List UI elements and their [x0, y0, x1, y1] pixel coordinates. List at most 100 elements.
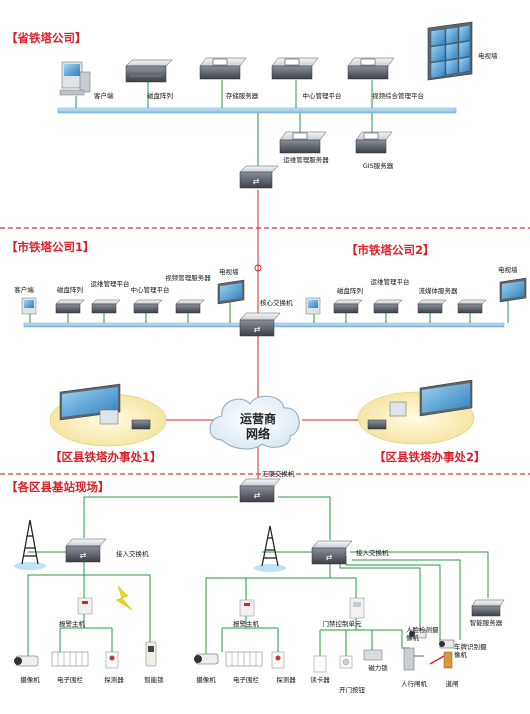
province-switch-icon: ⇄ [239, 165, 279, 189]
right-camera-icon [194, 653, 219, 665]
face-camera-label-line1: 人脸检测摄 [406, 626, 439, 634]
city1-central-platform-label: 中心管理平台 [130, 286, 170, 294]
city1-devices [55, 299, 205, 314]
gis-server-icon [355, 131, 393, 154]
svg-text:⇄: ⇄ [253, 177, 260, 186]
city1-ops-platform-label: 运维管理平台 [90, 280, 130, 288]
barrier-label: 道闸 [445, 680, 459, 688]
left-detector-label: 探测器 [104, 676, 124, 684]
right-access-switch-icon: ⇄ [311, 540, 353, 565]
maglock-icon [363, 649, 383, 661]
core-switch-label: 核心交换机 [260, 299, 293, 307]
aggregation-switch-icon: ⇄ [239, 478, 281, 503]
plate-camera-label-line1: 车牌识别摄 [454, 643, 487, 651]
maglock-label: 磁力锁 [368, 664, 388, 672]
city2-client-pc-icon [305, 297, 321, 315]
tower-right-icon [254, 525, 286, 572]
province-disk-array-label: 磁盘阵列 [147, 92, 173, 100]
video-platform-label: 视频综合管理平台 [372, 92, 424, 100]
tower-left-icon [14, 519, 46, 570]
city1-client-label: 客户端 [14, 286, 34, 294]
province-client-pc-icon [59, 61, 91, 96]
right-fence-label: 电子围栏 [233, 676, 259, 684]
gis-server-label: GIS服务器 [362, 162, 394, 170]
left-access-switch-label: 接入交换机 [116, 550, 149, 558]
city2-devices [305, 297, 487, 315]
left-alarm-host-label: 报警主机 [59, 620, 85, 628]
door-control-label: 门禁控制单元 [322, 620, 362, 628]
intel-server-icon [471, 599, 505, 617]
right-fence-icon [225, 651, 263, 667]
section-title-city1: 【市铁塔公司1】 [6, 240, 95, 254]
city2-disk-array-label: 磁盘阵列 [337, 287, 363, 295]
city2-video-wall-icon [499, 277, 527, 303]
storage-server-icon [199, 57, 247, 80]
right-alarm-host-label: 报警主机 [233, 620, 259, 628]
plate-camera-label: 车牌识别摄 像机 [454, 643, 487, 659]
city2-stream-server-icon [417, 299, 447, 314]
right-detector-label: 探测器 [276, 676, 296, 684]
svg-text:⇄: ⇄ [254, 325, 261, 334]
left-alarm-host-icon [77, 597, 93, 615]
section-title-city2: 【市铁塔公司2】 [346, 243, 435, 257]
city1-disk-array-label: 磁盘阵列 [57, 286, 83, 294]
aggregation-switch-label: 汇聚交换机 [262, 470, 295, 478]
svg-text:⇄: ⇄ [80, 551, 87, 560]
card-reader-label: 读卡器 [310, 676, 330, 684]
city1-video-wall-icon [217, 279, 245, 305]
city2-ops-platform-icon [373, 299, 403, 314]
city2-server-icon [457, 299, 487, 314]
turnstile-label: 人行闸机 [401, 680, 427, 688]
province-video-wall-icon [427, 21, 473, 81]
ops-server-icon [279, 131, 327, 154]
carrier-network-label: 运营商 网络 [234, 412, 282, 442]
province-client-label: 客户端 [94, 92, 114, 100]
barrier-icon [429, 651, 453, 669]
lightning-icon [115, 585, 133, 611]
intel-server-label: 智能服务器 [469, 619, 503, 627]
face-camera-label: 人脸检测摄 像机 [406, 626, 439, 642]
right-alarm-host-icon [239, 599, 255, 617]
smart-lock-label: 智能锁 [144, 676, 164, 684]
city2-video-wall-label: 电视墙 [498, 266, 518, 274]
left-fence-icon [51, 651, 89, 667]
svg-text:⇄: ⇄ [326, 553, 333, 562]
turnstile-icon [403, 647, 424, 671]
province-central-platform-label: 中心管理平台 [302, 92, 342, 100]
face-camera-label-line2: 像机 [406, 634, 419, 642]
city2-stream-server-label: 流媒体服务器 [418, 287, 458, 295]
face-camera-icon [409, 629, 427, 639]
province-central-platform-icon [271, 57, 319, 80]
core-switch-icon: ⇄ [239, 312, 281, 337]
smart-lock-icon [145, 641, 157, 667]
city1-video-wall-label: 电视墙 [219, 268, 239, 276]
svg-text:⇄: ⇄ [254, 491, 261, 500]
city1-disk-array-icon [55, 299, 85, 314]
video-platform-icon [347, 57, 395, 80]
right-detector-icon [271, 651, 285, 669]
carrier-cloud-icon [209, 395, 300, 450]
left-fence-label: 电子围栏 [57, 676, 83, 684]
left-access-switch-icon: ⇄ [65, 538, 107, 563]
left-camera-icon [14, 655, 39, 667]
city1-video-server-label: 视频管理服务器 [165, 274, 211, 282]
city1-central-platform-icon [133, 299, 163, 314]
plate-camera-icon [439, 639, 455, 649]
door-control-unit-icon [349, 597, 365, 619]
right-camera-label: 摄像机 [196, 676, 216, 684]
city2-disk-array-icon [333, 299, 363, 314]
section-title-county2: 【区县铁塔办事处2】 [374, 450, 486, 464]
storage-server-label: 存储服务器 [225, 92, 259, 100]
section-title-county1: 【区县铁塔办事处1】 [50, 450, 162, 464]
section-title-sites: 【各区县基站现场】 [6, 480, 110, 494]
exit-button-icon [339, 655, 353, 669]
right-access-switch-label: 接入交换机 [356, 549, 389, 557]
county2-office [357, 379, 475, 445]
ops-server-label: 运维管理服务器 [283, 156, 329, 164]
exit-button-label: 开门按钮 [339, 686, 365, 694]
county1-office [49, 383, 167, 447]
carrier-network-line2: 网络 [245, 427, 270, 441]
section-title-province: 【省铁塔公司】 [6, 31, 87, 45]
